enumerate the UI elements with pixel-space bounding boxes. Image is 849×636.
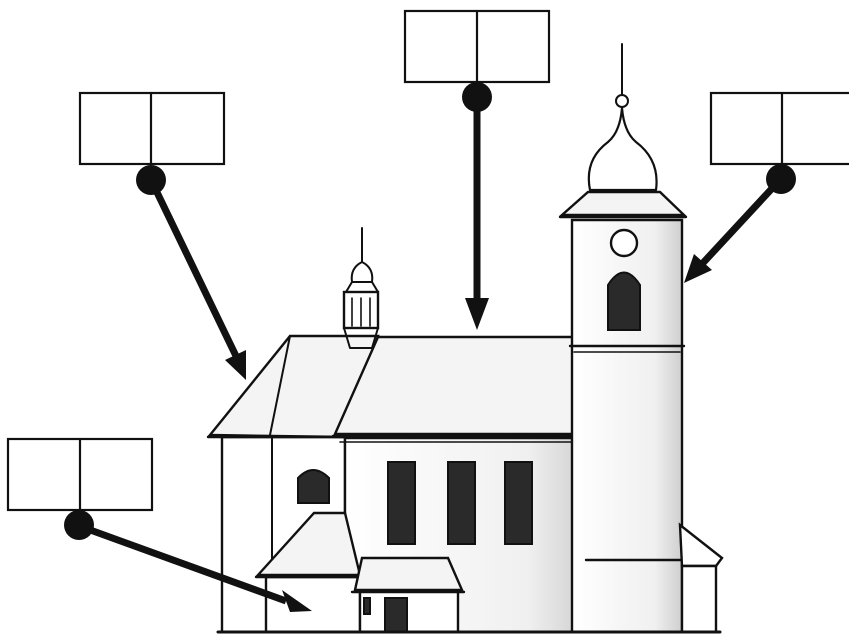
arrow-left-bottom — [64, 510, 312, 612]
tower-clock — [609, 228, 639, 258]
label-box-bell-tower[interactable] — [403, 9, 551, 84]
label-box-tower[interactable] — [709, 91, 849, 166]
side-chapel — [254, 511, 466, 634]
ridge-turret — [342, 227, 380, 349]
label-box-presbytery-roof[interactable] — [78, 91, 226, 166]
bell-tower — [558, 43, 724, 634]
church — [206, 43, 724, 634]
nave-roof — [333, 335, 590, 436]
nave-window-1 — [387, 461, 416, 545]
nave-window-2 — [447, 461, 476, 545]
arrow-center — [462, 82, 492, 330]
label-box-side-chapel[interactable] — [6, 437, 154, 512]
presbytery-window — [297, 469, 330, 504]
belfry-window — [607, 271, 641, 331]
arrow-left-top — [136, 165, 246, 380]
arrow-right — [684, 164, 796, 283]
nave-window-3 — [504, 461, 533, 545]
